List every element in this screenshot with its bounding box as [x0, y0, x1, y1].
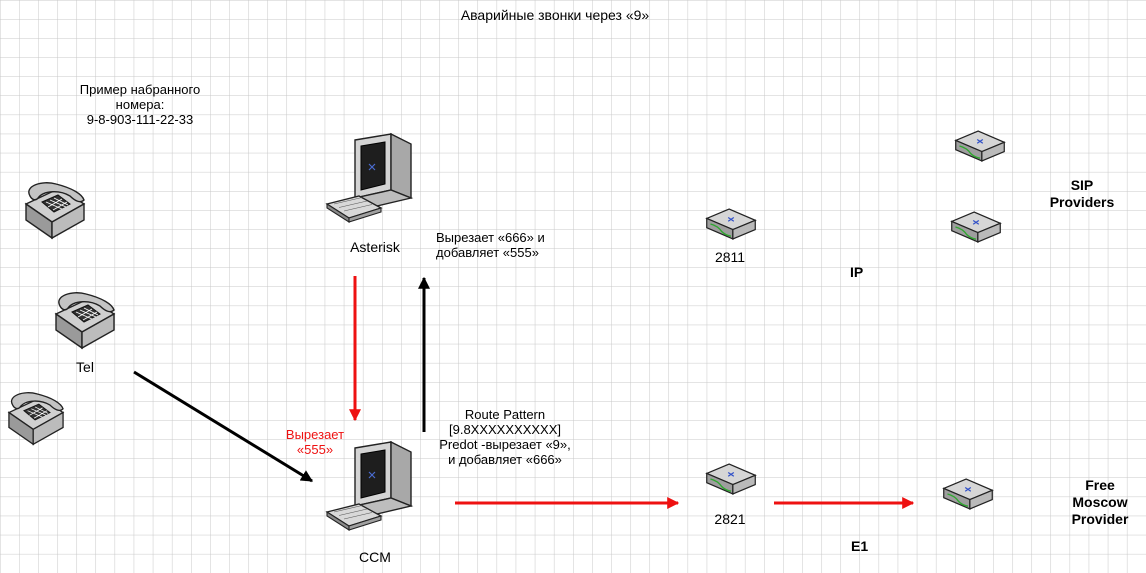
- asterisk-label: Asterisk: [350, 239, 400, 255]
- asterisk-rule-line-1: Вырезает «666» и: [436, 230, 545, 245]
- ccm-cut-note: Вырезает «555»: [270, 427, 360, 457]
- ccm-label: CCM: [359, 549, 391, 565]
- example-line-2: номера:: [115, 97, 165, 112]
- free-provider-label: Free Moscow Provider: [1060, 477, 1140, 528]
- sip-line-2: Providers: [1049, 194, 1115, 210]
- free-line-1: Free: [1085, 477, 1115, 493]
- router-2811-label: 2811: [714, 249, 746, 265]
- asterisk-rule-note: Вырезает «666» и добавляет «555»: [436, 230, 545, 260]
- free-line-2: Moscow: [1072, 494, 1128, 510]
- tel-to-ccm-arrow: [133, 370, 314, 483]
- free-line-3: Provider: [1071, 511, 1129, 527]
- route-pattern-line-4: и добавляет «666»: [448, 452, 562, 467]
- asterisk-rule-line-2: добавляет «555»: [436, 245, 539, 260]
- route-pattern-line-3: Predot -вырезает «9»,: [439, 437, 571, 452]
- sip-providers-label: SIP Providers: [1030, 177, 1134, 211]
- ccm-cut-line-2: «555»: [296, 442, 334, 457]
- ip-zone-label: IP: [850, 264, 864, 280]
- ccm-cut-line-1: Вырезает: [285, 427, 345, 442]
- router-2821-label: 2821: [714, 511, 746, 527]
- route-pattern-line-1: Route Pattern: [464, 407, 546, 422]
- route-pattern-note: Route Pattern [9.8XXXXXXXXXX] Predot -вы…: [425, 407, 585, 467]
- sip-line-1: SIP: [1070, 177, 1094, 193]
- e1-zone-label: E1: [851, 538, 869, 554]
- page-title: Аварийные звонки через «9»: [460, 7, 650, 23]
- example-number: Пример набранного номера: 9-8-903-111-22…: [60, 82, 220, 127]
- example-line-1: Пример набранного: [79, 82, 201, 97]
- example-line-3: 9-8-903-111-22-33: [86, 112, 194, 127]
- tel-label: Tel: [76, 359, 94, 375]
- route-pattern-line-2: [9.8XXXXXXXXXX]: [448, 422, 561, 437]
